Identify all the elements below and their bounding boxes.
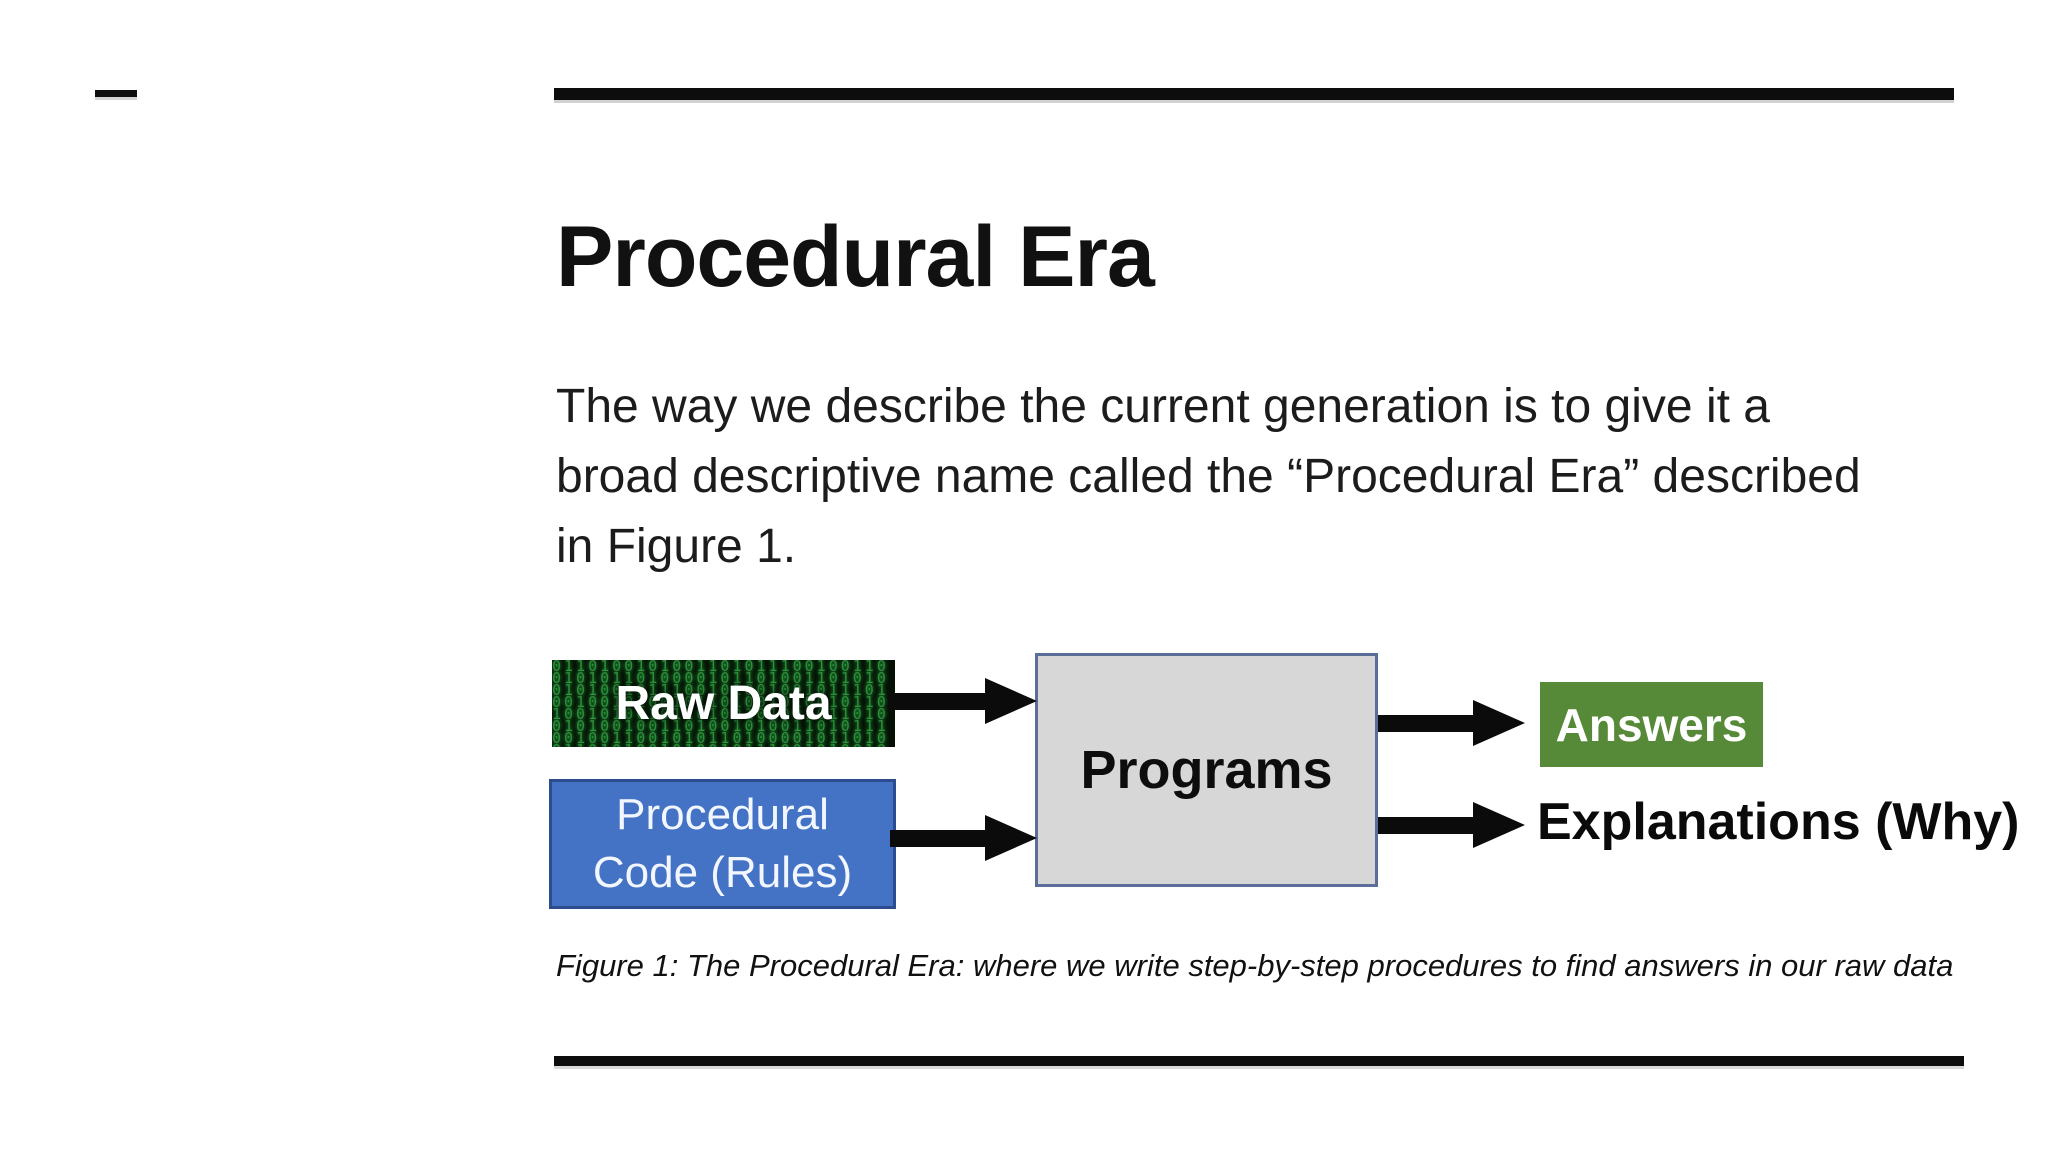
arrow-shaft <box>1378 816 1473 834</box>
explanations-label: Explanations (Why) <box>1537 793 2020 851</box>
arrow-programs-to-answers <box>1378 700 1525 746</box>
arrow-head-icon <box>985 678 1037 724</box>
programs-label: Programs <box>1080 740 1333 800</box>
arrow-shaft <box>1378 714 1473 732</box>
arrow-raw-data-to-programs <box>888 678 1037 724</box>
raw-data-box: 0110100101001101011100100110010101101000… <box>552 660 895 747</box>
procedural-code-label-line: Procedural <box>616 790 829 839</box>
procedural-code-box: Procedural Code (Rules) <box>549 779 896 909</box>
slide-title: Procedural Era <box>556 208 1155 305</box>
raw-data-label: Raw Data <box>615 677 832 730</box>
paragraph-line: The way we describe the current generati… <box>556 380 1770 433</box>
arrow-shaft <box>888 692 985 710</box>
programs-box: Programs <box>1035 653 1378 887</box>
slide-corner-dash <box>95 90 137 97</box>
procedural-code-label-line: Code (Rules) <box>592 848 853 897</box>
figure-caption: Figure 1: The Procedural Era: where we w… <box>556 948 1954 983</box>
arrow-head-icon <box>1473 700 1525 746</box>
arrow-procedural-code-to-programs <box>890 815 1037 861</box>
paragraph-line: broad descriptive name called the “Proce… <box>556 450 1861 503</box>
top-divider-rule <box>554 88 1954 100</box>
arrow-head-icon <box>985 815 1037 861</box>
arrow-programs-to-explanations <box>1378 802 1525 848</box>
paragraph-line: in Figure 1. <box>556 520 797 573</box>
bottom-divider-rule <box>554 1056 1964 1066</box>
body-paragraph: The way we describe the current generati… <box>556 372 1861 582</box>
answers-box: Answers <box>1540 682 1763 767</box>
answers-label: Answers <box>1555 698 1748 751</box>
arrow-head-icon <box>1473 802 1525 848</box>
arrow-shaft <box>890 829 985 847</box>
matrix-binary-background: 0110100101001101011100100110010101101000… <box>552 660 889 747</box>
